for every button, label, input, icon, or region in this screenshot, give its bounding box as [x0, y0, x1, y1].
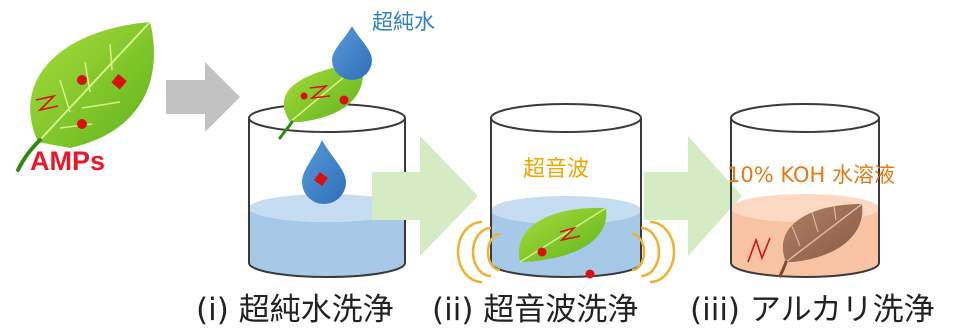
ultrasonic-label: 超音波: [523, 157, 590, 182]
pure-water-drop-icon: [332, 26, 372, 80]
initial-leaf: [16, 21, 154, 172]
water-surface: [249, 194, 405, 222]
amp-particle: [77, 119, 87, 129]
ultrasonic-waves-icon: [456, 220, 676, 284]
step-1-label: (i) 超純水洗浄: [196, 292, 394, 328]
step-2-label: (ii) 超音波洗浄: [432, 292, 639, 328]
gray-arrow: [166, 62, 240, 132]
pure-water-label: 超純水: [372, 10, 435, 34]
green-arrow-1: [372, 136, 478, 256]
beaker-2: [490, 103, 642, 279]
amp-fiber: [35, 94, 59, 112]
beaker-1: [248, 103, 406, 278]
amps-label: AMPs: [30, 146, 106, 176]
amp-fragment: [314, 172, 328, 186]
amp-particle: [77, 75, 87, 85]
beaker-rim: [490, 103, 642, 133]
amp-fragment: [111, 73, 127, 90]
water-fill: [249, 208, 405, 277]
koh-solution-label: 10% KOH 水溶液: [727, 163, 895, 187]
beaker-3: [730, 103, 880, 278]
water-drop-icon: [302, 140, 346, 204]
beaker-rim: [730, 103, 880, 133]
step-3-label: (iii) アルカリ洗浄: [690, 292, 935, 328]
green-arrow-2: [644, 136, 742, 256]
